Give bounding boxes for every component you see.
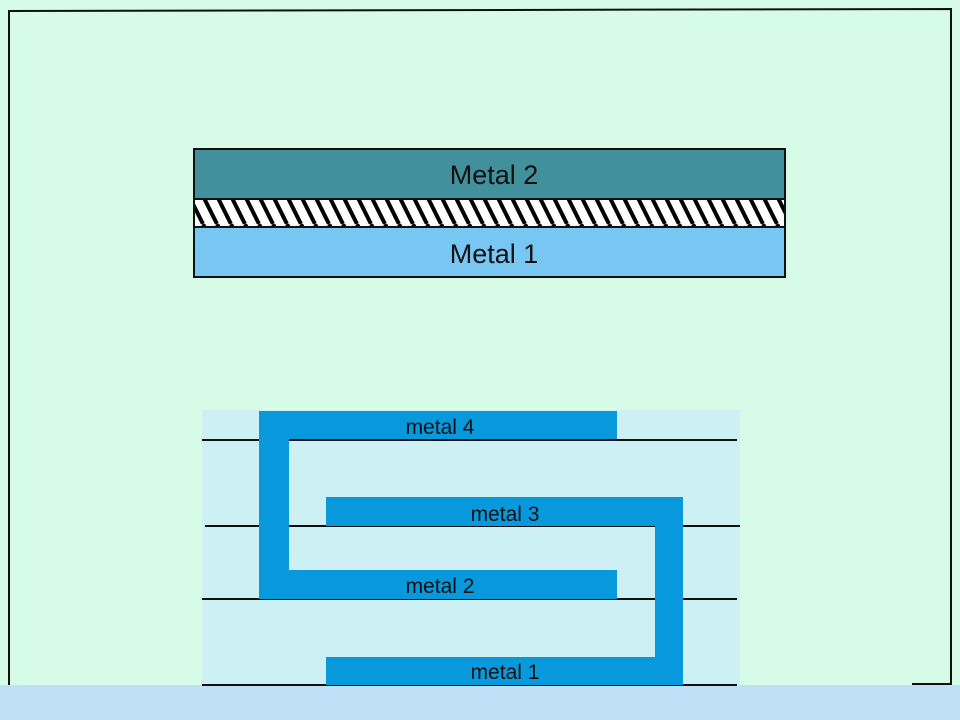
label-metal2: metal 2	[406, 575, 475, 598]
layer-stack: Metal 2 Metal 1	[193, 148, 786, 278]
trace-metal1	[326, 657, 683, 685]
label-metal4: metal 4	[406, 416, 475, 439]
layer-metal2	[193, 148, 786, 200]
layer-via	[193, 198, 786, 228]
layer-metal1-label: Metal 1	[450, 239, 539, 269]
layer-metal1	[193, 226, 786, 278]
label-metal1: metal 1	[471, 661, 540, 684]
layer-metal2-label: Metal 2	[450, 160, 539, 190]
page-bottom-band	[0, 685, 960, 720]
trace-metal2	[259, 570, 617, 599]
slide-frame	[8, 7, 952, 685]
interconnect-diagram: metal 4 metal 3 metal 2 metal 1	[202, 410, 740, 686]
interconnect-panel	[202, 410, 740, 686]
trace-metal4	[259, 411, 617, 439]
label-metal3: metal 3	[471, 503, 540, 526]
trace-metal3	[326, 497, 683, 526]
via-stack-right	[655, 497, 683, 685]
via-stack-left	[259, 411, 289, 599]
